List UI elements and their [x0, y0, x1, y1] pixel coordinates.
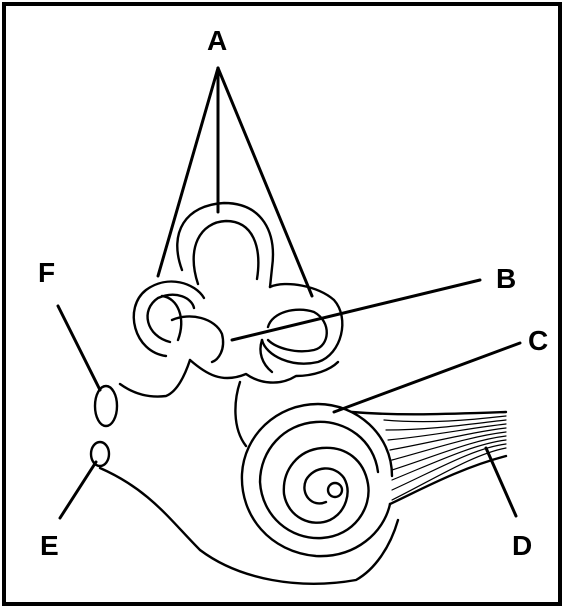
oval-window-region	[120, 360, 246, 446]
diagram-border	[4, 4, 560, 604]
label-d: D	[512, 530, 532, 561]
label-a: A	[207, 25, 227, 56]
cochlea	[242, 404, 392, 556]
label-c: C	[528, 325, 548, 356]
label-f: F	[38, 257, 55, 288]
oval-window	[95, 386, 117, 426]
label-b: B	[496, 263, 516, 294]
label-e: E	[40, 530, 59, 561]
round-window	[91, 442, 109, 466]
